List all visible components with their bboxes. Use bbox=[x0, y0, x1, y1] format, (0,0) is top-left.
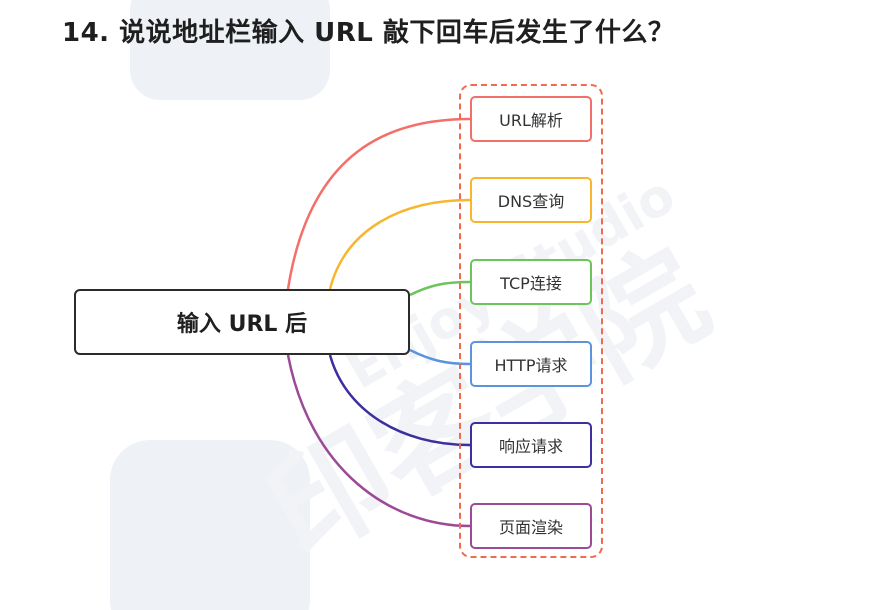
step-page-render: 页面渲染 bbox=[470, 503, 592, 549]
connector-url-parse bbox=[286, 117, 471, 290]
step-http-request: HTTP请求 bbox=[470, 341, 592, 387]
step-url-parse: URL解析 bbox=[470, 96, 592, 142]
page-title: 14. 说说地址栏输入 URL 敲下回车后发生了什么？ bbox=[62, 18, 675, 48]
connector-http-request bbox=[409, 348, 471, 366]
connector-render bbox=[286, 354, 471, 528]
steps-group-outline bbox=[459, 84, 603, 558]
connector-dns-query bbox=[328, 198, 471, 290]
step-response: 响应请求 bbox=[470, 422, 592, 468]
connector-tcp-connect bbox=[409, 280, 471, 297]
step-tcp-connect: TCP连接 bbox=[470, 259, 592, 305]
step-dns-query: DNS查询 bbox=[470, 177, 592, 223]
root-node: 输入 URL 后 bbox=[74, 289, 410, 355]
connector-response bbox=[328, 354, 471, 447]
